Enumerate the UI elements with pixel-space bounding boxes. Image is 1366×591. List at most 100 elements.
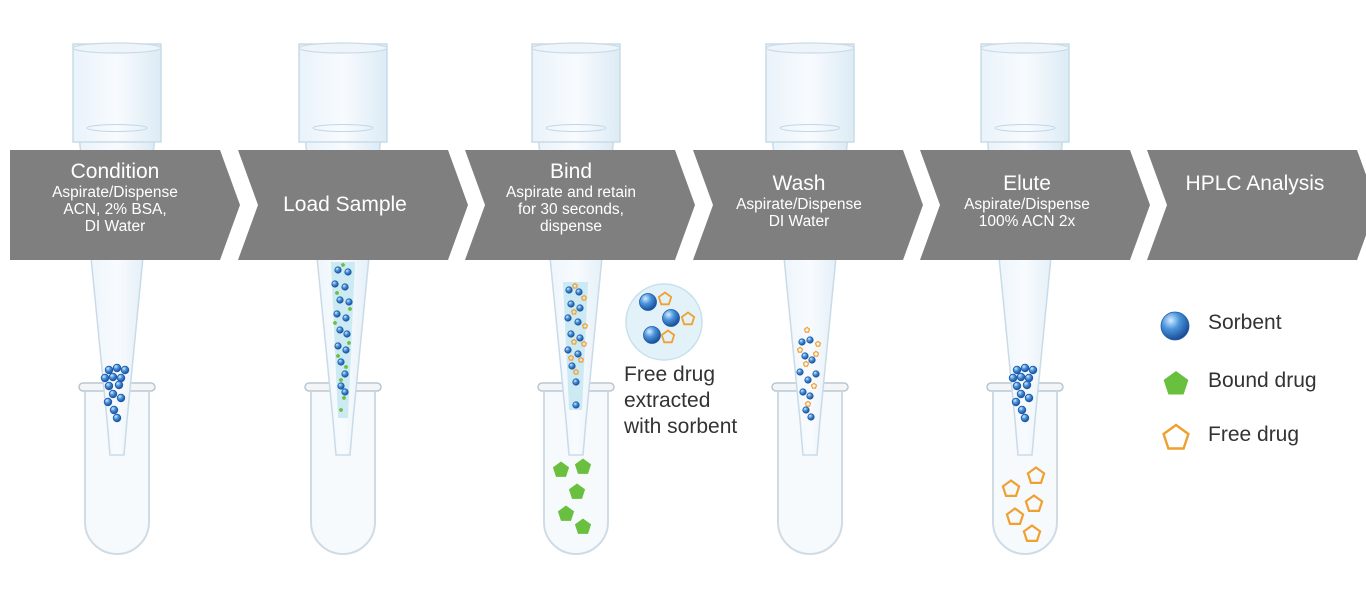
step-label-hplc-analysis: HPLC Analysis <box>1150 172 1360 196</box>
collection-vial-wash <box>771 382 849 555</box>
tip-collar <box>298 43 388 143</box>
step-title-wash: Wash <box>772 172 826 195</box>
sorbent-bead-icon <box>806 392 814 400</box>
sorbent-bead-icon <box>567 330 575 338</box>
bound-drug-pentagon-icon <box>338 407 344 412</box>
sorbent-bead-icon <box>344 268 352 276</box>
free-drug-pentagon-icon <box>577 356 585 363</box>
sorbent-bead-icon <box>114 380 124 390</box>
bound-drug-pentagon-icon <box>568 483 586 499</box>
sorbent-bead-icon <box>112 413 122 423</box>
tip-collar <box>980 43 1070 143</box>
free-drug-pentagon-icon <box>1001 479 1021 497</box>
sorbent-bead-icon <box>801 352 809 360</box>
bound-drug-pentagon-icon <box>574 458 592 474</box>
free-drug-pentagon-icon <box>796 346 804 353</box>
sorbent-bead-icon <box>333 310 341 318</box>
sorbent-bead-icon <box>1028 365 1038 375</box>
legend-label-bound-drug: Bound drug <box>1208 369 1317 392</box>
bound-drug-pentagon-icon <box>332 320 338 325</box>
free-drug-pentagon-icon <box>1005 507 1025 526</box>
free-drug-pentagon-icon <box>570 338 578 345</box>
step-label-elute: Elute Aspirate/Dispense 100% ACN 2x <box>922 172 1132 230</box>
step-label-load-sample: Load Sample <box>240 193 450 217</box>
sorbent-bead-icon <box>804 376 812 384</box>
free-drug-pentagon-icon <box>580 340 588 347</box>
step-title-bind: Bind <box>549 160 593 183</box>
sorbent-bead-icon <box>103 397 113 407</box>
sorbent-bead-icon <box>1016 372 1026 382</box>
sorbent-bead-icon <box>341 388 349 396</box>
tip-inner-ring <box>312 124 374 132</box>
tip-inner-ring <box>86 124 148 132</box>
bound-drug-pentagon-icon <box>335 353 341 358</box>
sorbent-bead-icon <box>1024 373 1034 383</box>
vial-body <box>777 392 843 555</box>
sorbent-bead-icon <box>576 304 584 312</box>
sorbent-bead-icon <box>104 365 114 375</box>
sorbent-bead-icon <box>639 293 657 311</box>
step-title-hplc-analysis: HPLC Analysis <box>1185 172 1325 195</box>
sorbent-bead-icon <box>337 358 345 366</box>
vial-body <box>310 392 376 555</box>
sorbent-bead-icon <box>109 405 119 415</box>
sorbent-bead-icon <box>120 365 130 375</box>
step-banner-0 <box>10 150 240 260</box>
step-label-bind: Bind Aspirate and retain for 30 seconds,… <box>466 160 676 236</box>
tip-collar <box>531 43 621 143</box>
free-drug-pentagon-icon <box>580 294 588 301</box>
sorbent-bead-icon <box>100 373 110 383</box>
sorbent-bead-icon <box>807 413 815 421</box>
sorbent-bead-icon <box>341 370 349 378</box>
step-banner-3 <box>693 150 923 260</box>
free-drug-pentagon-icon <box>804 400 812 407</box>
step-subtitle-elute: Aspirate/Dispense 100% ACN 2x <box>964 195 1090 230</box>
sorbent-bead-icon <box>574 318 582 326</box>
tip-opening <box>980 42 1070 54</box>
sorbent-bead-icon <box>108 389 118 399</box>
tip-inner-ring <box>779 124 841 132</box>
sorbent-bead-icon <box>104 381 114 391</box>
free-drug-pentagon-icon <box>812 350 820 357</box>
free-drug-pentagon-icon <box>803 326 811 333</box>
tip-opening <box>72 42 162 54</box>
sorbent-bead-icon <box>345 298 353 306</box>
sorbent-bead-icon <box>1016 389 1026 399</box>
free-drug-pentagon-icon <box>1026 466 1046 484</box>
sorbent-bead-icon <box>334 266 342 274</box>
free-drug-pentagon-icon <box>1024 494 1044 512</box>
sorbent-bead-icon <box>565 286 573 294</box>
sorbent-bead-icon <box>1008 373 1018 383</box>
callout-text: Free drug extracted with sorbent <box>624 363 738 438</box>
free-drug-pentagon-icon <box>581 322 589 329</box>
free-drug-pentagon-icon <box>1022 524 1042 543</box>
free-drug-pentagon-icon <box>1162 423 1190 450</box>
sorbent-bead-icon <box>798 338 806 346</box>
sorbent-bead-icon <box>568 362 576 370</box>
free-drug-pentagon-icon <box>570 308 578 315</box>
free-drug-pentagon-icon <box>572 368 580 375</box>
step-title-condition: Condition <box>70 160 160 183</box>
sorbent-bead-icon <box>576 334 584 342</box>
sorbent-bead-icon <box>643 326 661 344</box>
tip-opening <box>531 42 621 54</box>
step-label-wash: Wash Aspirate/Dispense DI Water <box>694 172 904 230</box>
sorbent-bead-icon <box>112 363 122 373</box>
sorbent-bead-icon <box>337 382 345 390</box>
sorbent-bead-icon <box>574 350 582 358</box>
free-drug-pentagon-icon <box>567 354 575 361</box>
sorbent-bead-icon <box>334 342 342 350</box>
tip-collar <box>72 43 162 143</box>
sorbent-bead-icon <box>567 300 575 308</box>
legend-label-free-drug: Free drug <box>1208 423 1300 446</box>
sorbent-bead-icon <box>806 336 814 344</box>
step-title-load-sample: Load Sample <box>283 193 407 216</box>
step-label-condition: Condition Aspirate/Dispense ACN, 2% BSA,… <box>10 160 220 236</box>
sorbent-bead-icon <box>564 346 572 354</box>
sorbent-bead-icon <box>1020 363 1030 373</box>
bound-drug-pentagon-icon <box>574 518 592 534</box>
free-drug-pentagon-icon <box>657 291 673 306</box>
sorbent-bead-icon <box>342 314 350 322</box>
sorbent-bead-icon <box>331 280 339 288</box>
step-banner-4 <box>920 150 1150 260</box>
